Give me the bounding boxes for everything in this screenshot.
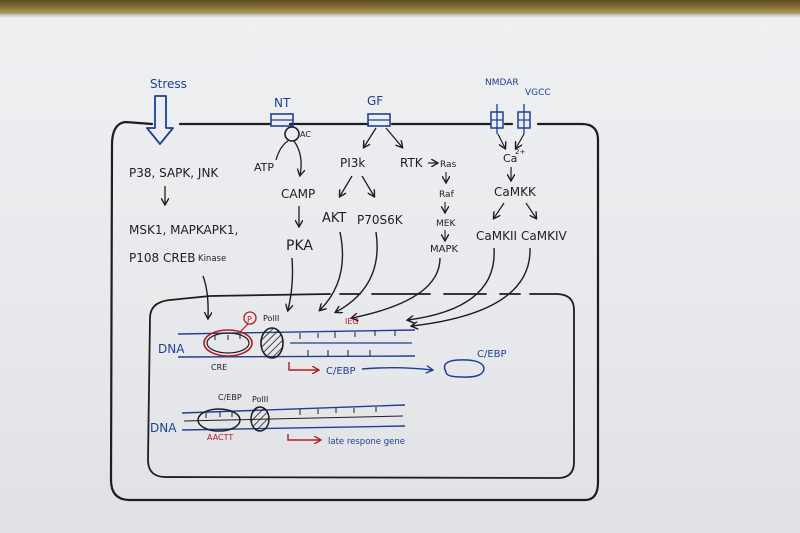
ac-label: AC <box>300 130 311 139</box>
vgcc-label: VGCC <box>525 88 551 98</box>
cell-membrane <box>109 120 600 502</box>
camp-label: CAMP <box>281 187 315 201</box>
stress-big-arrow <box>146 95 174 145</box>
p70-label: P70S6K <box>357 213 404 227</box>
mek-label: MEK <box>436 219 456 229</box>
pka-label: PKA <box>286 238 313 254</box>
phospho-marker <box>243 311 257 325</box>
adenylyl-cyclase <box>284 126 300 142</box>
pol2-complex-2 <box>250 406 270 432</box>
phospho-label: P <box>247 315 252 324</box>
pi3k-label: PI3k <box>340 156 365 170</box>
nt-label: NT <box>274 96 291 110</box>
dna2-mid-strand <box>183 415 404 422</box>
nuclear-membrane <box>147 293 575 479</box>
camkk-label: CaMKK <box>494 185 537 199</box>
ieg-label: IEG <box>345 317 359 326</box>
pol2-label-2: PolII <box>252 395 268 404</box>
akt-label: AKT <box>322 211 346 226</box>
camk4-label: CaMKIV <box>521 229 567 243</box>
calcium-charge: 2+ <box>515 148 525 156</box>
dna2-label: DNA <box>150 421 177 435</box>
stress-label: Stress <box>150 77 187 91</box>
aactt-label: AACTT <box>207 433 233 442</box>
gf-label: GF <box>367 94 383 108</box>
atp-label: ATP <box>254 161 274 174</box>
creb-dimer <box>203 329 253 357</box>
cebp-bound-label: C/EBP <box>218 393 242 402</box>
cebp-bound <box>197 408 241 432</box>
raf-label: Raf <box>439 190 455 200</box>
dna2-ticks <box>205 407 377 418</box>
kinase-label: Kinase <box>198 254 226 264</box>
dna2-strand <box>181 404 406 431</box>
pol2-complex-1 <box>260 327 284 359</box>
mapk-label: MAPK <box>430 244 458 255</box>
whiteboard-frame <box>0 0 800 18</box>
late-gene-label: late respone gene <box>328 437 405 447</box>
msk1-label: MSK1, MAPKAPK1, <box>129 223 238 237</box>
cre-label: CRE <box>211 363 227 372</box>
ras-label: Ras <box>440 160 457 170</box>
p38-label: P38, SAPK, JNK <box>129 166 219 180</box>
cebp-gene-label: C/EBP <box>326 366 356 377</box>
camk2-label: CaMKII <box>476 229 517 243</box>
dna1-label: DNA <box>158 342 185 356</box>
calcium-label: Ca <box>503 152 517 165</box>
nmdar-label: NMDAR <box>485 78 519 88</box>
cebp-protein <box>443 359 485 378</box>
cebp-protein-label: C/EBP <box>477 349 507 360</box>
rtk-label: RTK <box>400 156 424 170</box>
pol2-label-1: PolII <box>263 314 279 323</box>
p108-label: P108 CREB <box>129 251 196 265</box>
dna1-ticks <box>214 331 396 356</box>
dna1-strand <box>177 329 416 358</box>
